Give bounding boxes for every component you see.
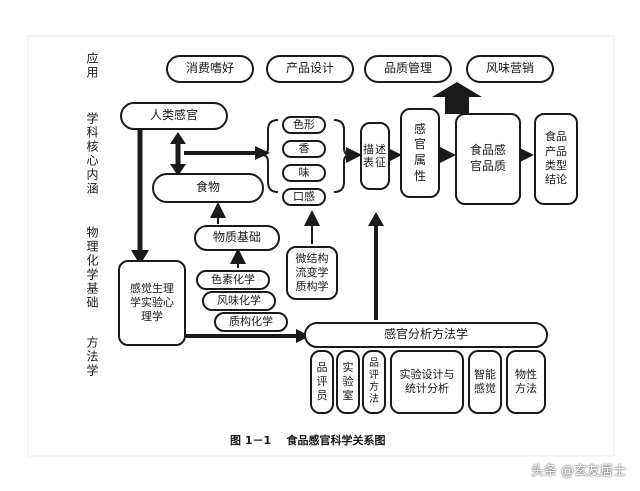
food-node: 食物 bbox=[152, 173, 264, 203]
label-basis: 物理化学基础 bbox=[85, 226, 99, 310]
human-senses-node: 人类感官 bbox=[120, 102, 228, 130]
sensory-analysis-node: 感官分析方法学 bbox=[304, 322, 548, 348]
sense-aroma: 香 bbox=[282, 140, 326, 158]
method-evaluation: 品评方法 bbox=[362, 350, 386, 414]
method-experimental-design: 实验设计与统计分析 bbox=[390, 350, 464, 414]
sensory-attribute-node: 感官属性 bbox=[400, 108, 440, 198]
method-panelists: 品评员 bbox=[310, 350, 334, 414]
flavor-chemistry: 风味化学 bbox=[202, 291, 276, 311]
figure-caption: 图 1－1 食品感官科学关系图 bbox=[230, 434, 386, 447]
material-basis-node: 物质基础 bbox=[194, 225, 280, 251]
label-core: 学科核心内涵 bbox=[85, 112, 99, 196]
label-method: 方法学 bbox=[85, 336, 99, 378]
label-application: 应用 bbox=[85, 52, 99, 80]
sense-color-shape: 色形 bbox=[282, 116, 326, 134]
sense-taste: 味 bbox=[282, 164, 326, 182]
app-flavor-marketing: 风味营销 bbox=[466, 55, 554, 83]
sense-mouthfeel: 口感 bbox=[282, 188, 326, 206]
physiology-psychology-node: 感觉生理学实验心理学 bbox=[118, 260, 186, 346]
food-quality-node: 食品感官品质 bbox=[455, 113, 521, 205]
app-consumer-preference: 消费嗜好 bbox=[166, 55, 254, 83]
method-intelligent-sensing: 智能感觉 bbox=[468, 350, 502, 414]
app-quality-management: 品质管理 bbox=[364, 55, 452, 83]
method-physical-property: 物性方法 bbox=[506, 350, 546, 414]
product-type-node: 食品产品类型结论 bbox=[534, 113, 578, 205]
micro-rheology-node: 微结构流变学质构学 bbox=[286, 246, 338, 300]
method-laboratory: 实验室 bbox=[336, 350, 360, 414]
describe-node: 描述表征 bbox=[360, 122, 390, 190]
app-product-design: 产品设计 bbox=[266, 55, 354, 83]
pigment-chemistry: 色素化学 bbox=[196, 270, 270, 290]
watermark: 头条 @玄友居士 bbox=[530, 464, 626, 479]
texture-chemistry: 质构化学 bbox=[214, 312, 288, 332]
